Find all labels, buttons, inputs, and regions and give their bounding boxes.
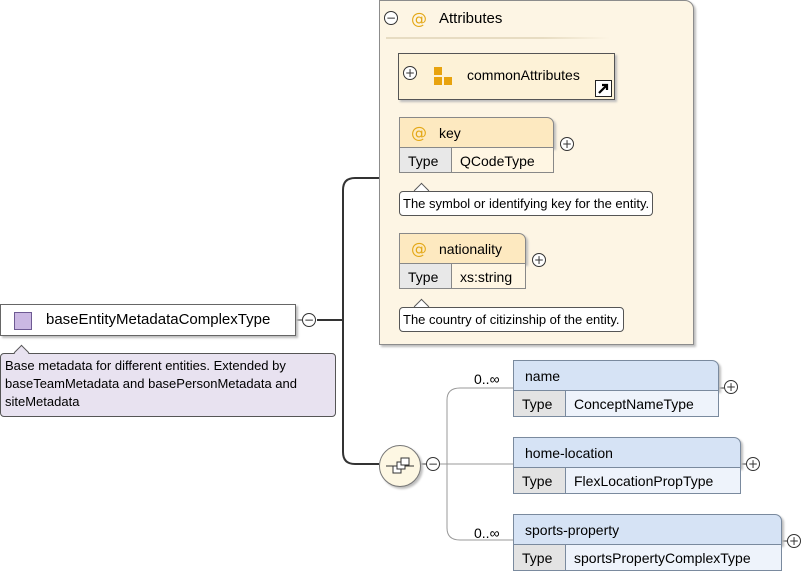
- element-name-expand-icon[interactable]: +: [724, 380, 738, 394]
- element-sports-property-type-label: Type: [522, 550, 553, 566]
- element-sports-property-expand-icon[interactable]: +: [787, 534, 801, 548]
- element-home-location-expand-icon[interactable]: +: [746, 457, 760, 471]
- element-sports-property[interactable]: [513, 514, 782, 545]
- attribute-key[interactable]: [399, 117, 554, 148]
- element-name-type-value: ConceptNameType: [574, 396, 694, 412]
- root-complex-type[interactable]: [0, 304, 296, 336]
- attribute-nationality-expand-icon[interactable]: +: [532, 253, 546, 267]
- element-home-location-type-row: [513, 468, 741, 494]
- sequence-compositor[interactable]: [379, 445, 421, 487]
- element-sports-property-type-value: sportsPropertyComplexType: [574, 550, 751, 566]
- element-sports-property-occurrence: 0..∞: [474, 525, 500, 541]
- root-complex-type-name: baseEntityMetadataComplexType: [46, 311, 271, 328]
- common-attributes-label: commonAttributes: [467, 67, 580, 83]
- attribute-nationality-type-label: Type: [408, 269, 439, 285]
- attribute-key-name: key: [439, 125, 461, 141]
- element-sports-property-type-row: [513, 545, 782, 571]
- attribute-at-icon: @: [411, 9, 427, 28]
- element-home-location-type-value: FlexLocationPropType: [574, 473, 714, 489]
- attributes-header-rule: [386, 37, 610, 39]
- element-name[interactable]: [513, 360, 719, 391]
- attribute-nationality-name: nationality: [439, 241, 503, 257]
- element-home-location-type-label: Type: [522, 473, 553, 489]
- sequence-collapse-icon[interactable]: −: [426, 457, 440, 471]
- attribute-key-expand-icon[interactable]: +: [560, 137, 574, 151]
- attribute-group-icon: [433, 66, 453, 86]
- attributes-title: Attributes: [439, 10, 503, 27]
- attribute-nationality[interactable]: [399, 233, 526, 264]
- attribute-nationality-type-value: xs:string: [460, 269, 513, 285]
- sequence-icon: [386, 457, 414, 474]
- element-name-occurrence: 0..∞: [474, 371, 500, 387]
- element-home-location[interactable]: [513, 437, 741, 468]
- attribute-nationality-at-icon: @: [411, 239, 427, 258]
- element-name-type-row: [513, 391, 719, 417]
- element-name-label: name: [525, 368, 561, 384]
- attribute-key-at-icon: @: [411, 123, 427, 142]
- attribute-key-type-label: Type: [408, 153, 439, 169]
- element-sports-property-label: sports-property: [525, 522, 620, 538]
- common-attributes-group-ref[interactable]: [398, 53, 615, 100]
- attribute-key-type-value: QCodeType: [460, 153, 535, 169]
- common-attributes-expand-icon[interactable]: +: [403, 66, 417, 80]
- attribute-nationality-type-row: [399, 264, 526, 289]
- element-name-type-label: Type: [522, 396, 553, 412]
- root-documentation: Base metadata for different entities. Ex…: [0, 353, 336, 417]
- attribute-key-documentation: The symbol or identifying key for the en…: [399, 191, 654, 216]
- reference-arrow-icon[interactable]: [595, 80, 612, 97]
- attribute-key-type-row: [399, 148, 554, 173]
- complex-type-icon: [14, 312, 32, 330]
- attribute-nationality-documentation: The country of citizinship of the entity…: [399, 307, 624, 332]
- element-home-location-label: home-location: [525, 445, 613, 461]
- root-collapse-icon[interactable]: −: [302, 313, 316, 327]
- attributes-collapse-icon[interactable]: −: [384, 11, 398, 25]
